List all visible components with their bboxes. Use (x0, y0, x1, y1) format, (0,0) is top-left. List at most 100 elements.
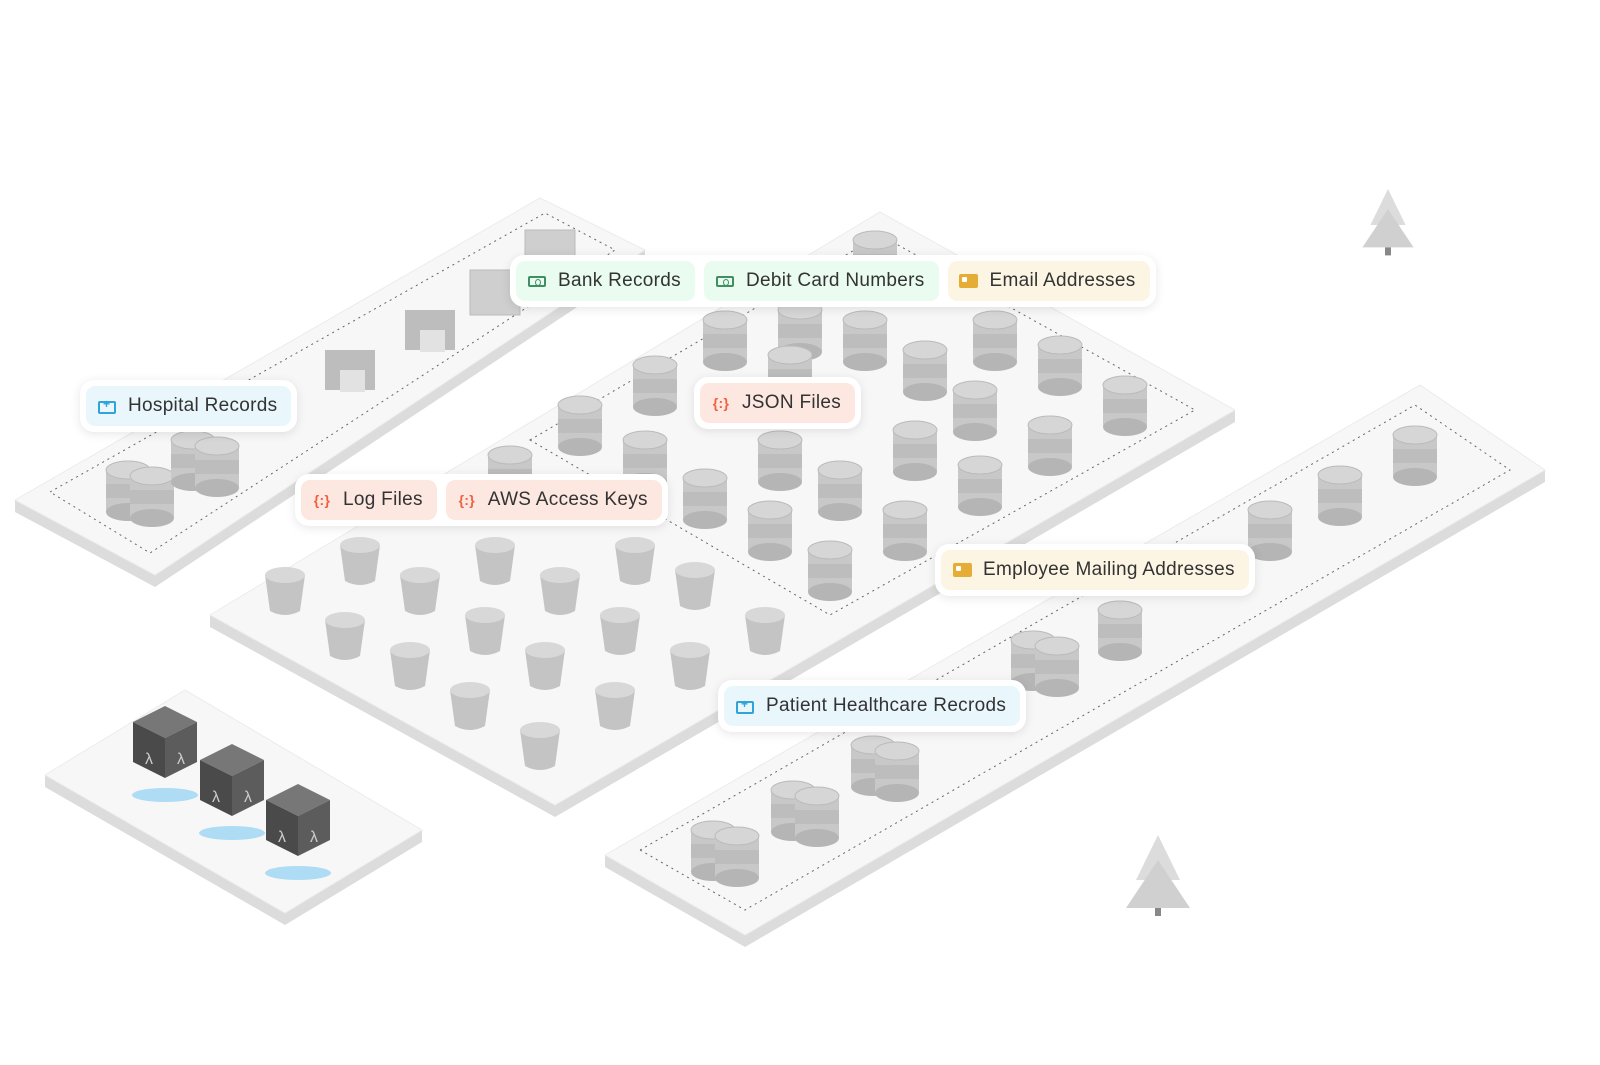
json-files-tag[interactable]: {:}JSON Files (700, 383, 856, 423)
bucket-icon (465, 607, 505, 655)
bucket-rim (745, 607, 785, 623)
block-cube (420, 330, 445, 352)
patient-healthcare-records-tag[interactable]: Patient Healthcare Recrods (724, 686, 1021, 726)
cylinder-bottom (818, 503, 862, 521)
cylinder-top (1317, 465, 1363, 485)
label-group-financial: Bank Records Debit Card Numbers Email Ad… (510, 255, 1156, 307)
cylinder-bottom (1035, 679, 1079, 697)
cylinder-bottom (953, 423, 997, 441)
cylinder-segment (875, 765, 919, 779)
bucket-body (745, 615, 785, 655)
debit-card-numbers-label: Debit Card Numbers (745, 270, 925, 291)
bucket-body (390, 650, 430, 690)
bank-records-tag[interactable]: Bank Records (516, 261, 695, 301)
database-cylinder-icon (1027, 415, 1073, 476)
cylinder-segment (893, 444, 937, 458)
bucket-rim (525, 642, 565, 658)
database-cylinder-icon (952, 380, 998, 441)
id-card-icon (958, 272, 980, 290)
cylinder-top (902, 340, 948, 360)
bucket-body (595, 690, 635, 730)
lambda-icon: λ (244, 789, 252, 806)
bucket-body (540, 575, 580, 615)
bucket-body (525, 650, 565, 690)
cylinder-bottom (1318, 508, 1362, 526)
cylinder-bottom (883, 543, 927, 561)
log-files-label: Log Files (343, 489, 423, 510)
database-cylinder-icon (807, 540, 853, 601)
bucket-icon (670, 642, 710, 690)
label-group-json: {:}JSON Files (694, 377, 862, 429)
medical-kit-icon (734, 697, 756, 715)
database-cylinder-icon (892, 420, 938, 481)
bucket-body (325, 620, 365, 660)
cylinder-top (1102, 375, 1148, 395)
cylinder-top (842, 310, 888, 330)
cylinder-segment (843, 334, 887, 348)
bucket-body (400, 575, 440, 615)
cylinder-segment (1038, 359, 1082, 373)
tree-upper (1136, 835, 1180, 880)
cylinder-bottom (893, 463, 937, 481)
cylinder-segment (1393, 449, 1437, 463)
tree-icon (1362, 189, 1414, 256)
bucket-icon (675, 562, 715, 610)
lambda-icon: λ (310, 829, 318, 846)
bucket-body (450, 690, 490, 730)
cylinder-bottom (843, 353, 887, 371)
cylinder-segment (903, 364, 947, 378)
bucket-icon (520, 722, 560, 770)
cylinder-segment (953, 404, 997, 418)
bucket-body (265, 575, 305, 615)
cylinder-top (852, 230, 898, 250)
cylinder-segment (1318, 489, 1362, 503)
bucket-rim (520, 722, 560, 738)
bucket-body (465, 615, 505, 655)
cylinder-top (1392, 425, 1438, 445)
cube-left (133, 722, 165, 778)
cylinder-segment (558, 419, 602, 433)
database-cylinder-icon (757, 430, 803, 491)
employee-mailing-addresses-label: Employee Mailing Addresses (983, 559, 1235, 580)
email-addresses-label: Email Addresses (989, 270, 1136, 291)
bucket-rim (475, 537, 515, 553)
aws-access-keys-tag[interactable]: {:}AWS Access Keys (445, 480, 662, 520)
cylinder-top (1097, 600, 1143, 620)
cylinder-bottom (715, 869, 759, 887)
label-group-hospital: Hospital Records (80, 380, 298, 432)
cylinder-bottom (195, 479, 239, 497)
cylinder-top (129, 466, 175, 486)
log-files-tag[interactable]: {:}Log Files (301, 480, 437, 520)
lambda-icon: λ (278, 829, 286, 846)
cylinder-segment (1103, 399, 1147, 413)
cylinder-top (794, 786, 840, 806)
cylinder-segment (1028, 439, 1072, 453)
bucket-body (475, 545, 515, 585)
bucket-icon (615, 537, 655, 585)
email-addresses-tag[interactable]: Email Addresses (947, 261, 1150, 301)
cylinder-bottom (748, 543, 792, 561)
bucket-body (675, 570, 715, 610)
cylinder-segment (958, 479, 1002, 493)
cylinder-bottom (683, 511, 727, 529)
cylinder-segment (973, 334, 1017, 348)
cube-left (200, 760, 232, 816)
bucket-icon (600, 607, 640, 655)
cylinder-top (882, 500, 928, 520)
bucket-rim (675, 562, 715, 578)
bucket-icon (540, 567, 580, 615)
patient-healthcare-records-label: Patient Healthcare Recrods (766, 695, 1007, 716)
cylinder-bottom (558, 438, 602, 456)
cylinder-top (682, 468, 728, 488)
cylinder-top (767, 345, 813, 365)
cylinder-segment (1248, 524, 1292, 538)
employee-mailing-addresses-tag[interactable]: Employee Mailing Addresses (941, 550, 1249, 590)
cylinder-top (1037, 335, 1083, 355)
cylinder-segment (623, 454, 667, 468)
bucket-icon (340, 537, 380, 585)
cylinder-segment (1098, 624, 1142, 638)
database-cylinder-icon (957, 455, 1003, 516)
hospital-records-tag[interactable]: Hospital Records (86, 386, 292, 426)
debit-card-numbers-tag[interactable]: Debit Card Numbers (703, 261, 939, 301)
cylinder-bottom (875, 784, 919, 802)
